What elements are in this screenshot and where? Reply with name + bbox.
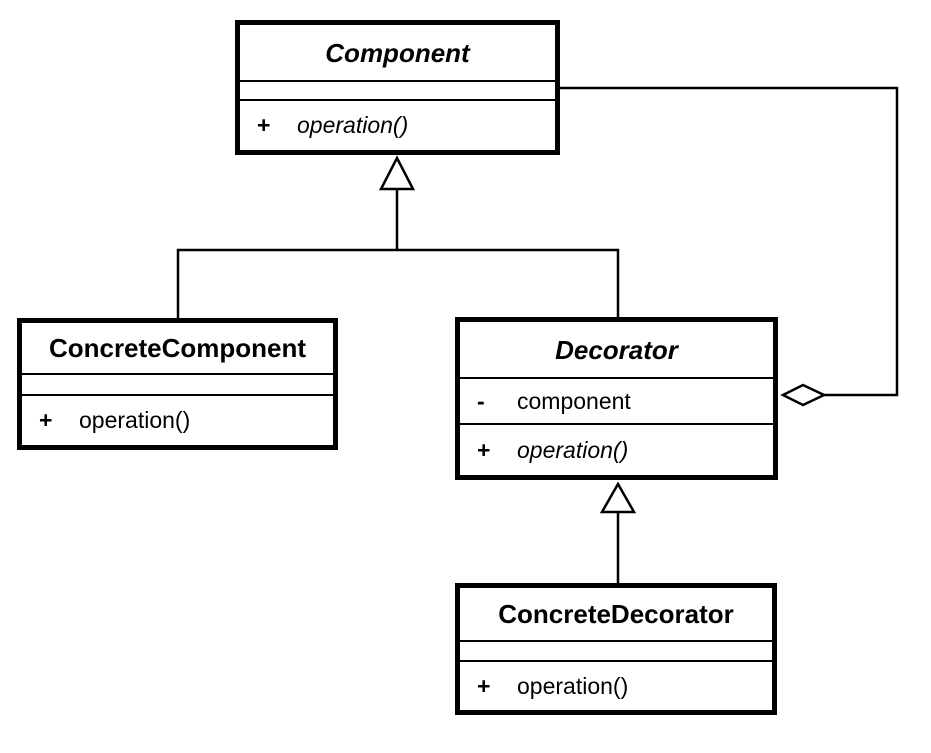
methods-compartment: + operation()	[240, 101, 555, 150]
attributes-compartment	[240, 80, 555, 101]
visibility-sign: -	[477, 387, 485, 414]
visibility-sign: +	[477, 672, 491, 699]
method-signature: operation()	[297, 112, 409, 138]
class-name: ConcreteDecorator	[498, 599, 734, 629]
attribute-row: - component	[460, 387, 773, 414]
class-box-concrete-decorator: ConcreteDecorator + operation()	[455, 583, 777, 715]
class-box-component: Component + operation()	[235, 20, 560, 155]
visibility-sign: +	[257, 112, 271, 138]
class-name: Component	[325, 37, 470, 68]
method-row: + operation()	[240, 114, 555, 137]
method-signature: operation()	[517, 436, 629, 463]
class-box-decorator: Decorator - component + operation()	[455, 317, 778, 480]
methods-compartment: + operation()	[460, 662, 772, 710]
method-signature: operation()	[517, 672, 629, 699]
visibility-sign: +	[39, 407, 53, 433]
class-box-concrete-component: ConcreteComponent + operation()	[17, 318, 338, 450]
generalization-branch-line	[176, 248, 620, 318]
methods-compartment: + operation()	[22, 396, 333, 445]
aggregation-diamond-icon	[780, 383, 827, 407]
aggregation-path	[560, 86, 899, 397]
method-row: + operation()	[460, 436, 773, 463]
attributes-compartment: - component	[460, 377, 773, 425]
class-name: ConcreteComponent	[48, 333, 307, 363]
method-signature: operation()	[79, 407, 191, 433]
inheritance-triangle-icon	[378, 155, 416, 191]
class-name: Decorator	[555, 334, 678, 365]
attribute-name: component	[517, 387, 631, 414]
method-row: + operation()	[460, 672, 772, 699]
method-row: + operation()	[22, 409, 333, 432]
methods-compartment: + operation()	[460, 425, 773, 475]
inheritance-triangle-icon	[599, 481, 637, 514]
attributes-compartment	[22, 373, 333, 396]
attributes-compartment	[460, 640, 772, 662]
visibility-sign: +	[477, 436, 491, 463]
